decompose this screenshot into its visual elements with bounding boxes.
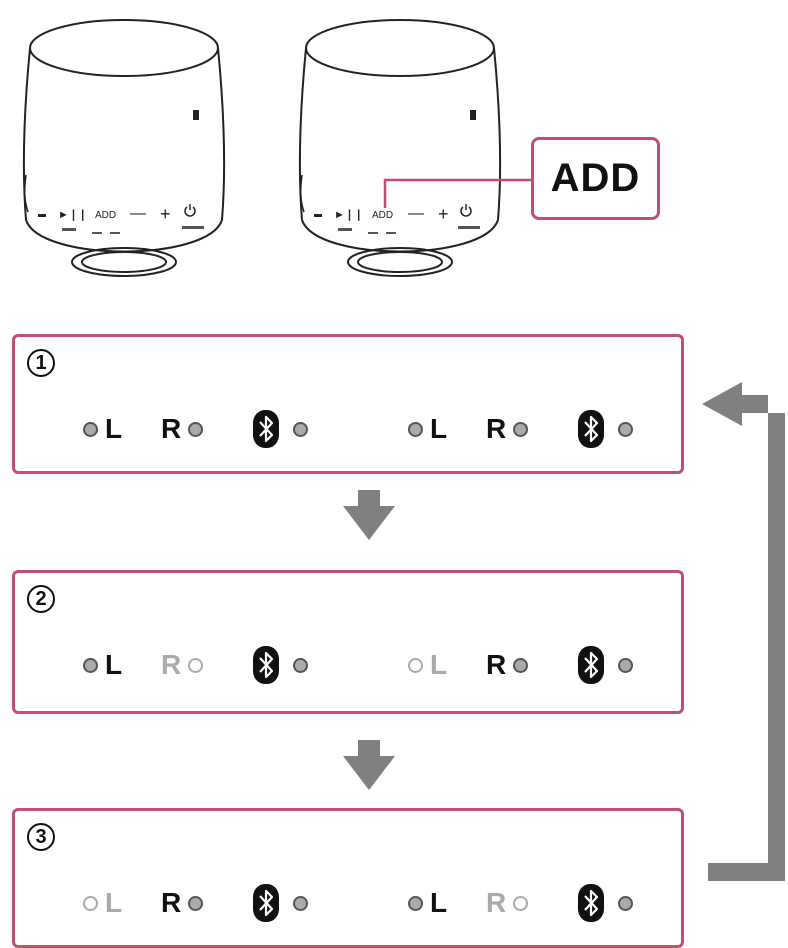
right-channel-indicator: R xyxy=(161,883,204,923)
right-channel-indicator: R xyxy=(486,883,529,923)
bluetooth-icon xyxy=(578,410,604,448)
add-label: ADD xyxy=(372,210,393,221)
plus-label: + xyxy=(438,204,449,224)
right-channel-indicator: R xyxy=(161,645,204,685)
speaker-right xyxy=(298,19,502,277)
right-channel-label: R xyxy=(161,413,182,444)
speaker-right-buttons: ►❘❘ ADD — + xyxy=(314,204,480,234)
led-indicator xyxy=(293,657,308,673)
power-icon xyxy=(460,204,472,217)
arrow-down-icon xyxy=(343,740,395,790)
left-channel-label: L xyxy=(105,649,123,680)
step-number: 1 xyxy=(27,349,55,377)
add-button-callout: ADD xyxy=(531,137,660,220)
bluetooth-icon xyxy=(578,646,604,684)
step-number: 2 xyxy=(27,585,55,613)
step-number: 3 xyxy=(27,823,55,851)
right-channel-label: R xyxy=(161,649,182,680)
left-channel-label: L xyxy=(105,413,123,444)
left-channel-indicator: L xyxy=(83,409,122,449)
led-indicator xyxy=(513,895,529,911)
play-pause-label: ►❘❘ xyxy=(334,209,363,221)
plus-label: + xyxy=(160,204,171,224)
led-indicator xyxy=(618,657,633,673)
bluetooth-icon xyxy=(253,884,279,922)
bluetooth-indicator xyxy=(578,409,633,449)
bluetooth-icon xyxy=(253,646,279,684)
bluetooth-indicator xyxy=(253,645,308,685)
callout-leader xyxy=(383,178,531,208)
bluetooth-indicator xyxy=(253,409,308,449)
led-indicator xyxy=(83,421,98,437)
led-indicator xyxy=(188,657,204,673)
led-indicator xyxy=(188,895,204,911)
left-channel-indicator: L xyxy=(408,883,447,923)
right-channel-label: R xyxy=(486,887,507,918)
led-indicator xyxy=(293,895,308,911)
led-indicator xyxy=(188,421,204,437)
right-channel-label: R xyxy=(161,887,182,918)
left-channel-label: L xyxy=(105,887,123,918)
led-indicator xyxy=(83,657,98,673)
left-channel-indicator: L xyxy=(408,645,447,685)
speaker-illustration: ►❘❘ ADD — + ►❘❘ ADD — + xyxy=(22,19,531,277)
right-channel-indicator: R xyxy=(486,409,529,449)
loop-back-arrow-icon xyxy=(702,382,785,881)
led-indicator xyxy=(293,421,308,437)
left-channel-label: L xyxy=(430,413,448,444)
speaker-left-buttons: ►❘❘ ADD — + xyxy=(38,204,204,234)
play-pause-label: ►❘❘ xyxy=(58,209,87,221)
left-channel-indicator: L xyxy=(83,645,122,685)
led-indicator xyxy=(408,657,423,673)
bluetooth-icon xyxy=(253,410,279,448)
bluetooth-indicator xyxy=(253,883,308,923)
right-channel-indicator: R xyxy=(161,409,204,449)
led-indicator xyxy=(618,421,633,437)
left-channel-label: L xyxy=(430,649,448,680)
minus-label: — xyxy=(408,205,424,222)
left-channel-label: L xyxy=(430,887,448,918)
right-channel-indicator: R xyxy=(486,645,529,685)
led-indicator xyxy=(618,895,633,911)
led-indicator xyxy=(513,421,529,437)
right-channel-label: R xyxy=(486,649,507,680)
led-indicator xyxy=(408,895,423,911)
speaker-left xyxy=(22,19,226,277)
minus-label: — xyxy=(130,205,146,222)
led-indicator xyxy=(513,657,529,673)
left-channel-indicator: L xyxy=(83,883,122,923)
bluetooth-indicator xyxy=(578,883,633,923)
power-icon xyxy=(184,204,196,217)
arrow-down-icon xyxy=(343,490,395,540)
bluetooth-indicator xyxy=(578,645,633,685)
led-indicator xyxy=(83,895,98,911)
bluetooth-icon xyxy=(578,884,604,922)
right-channel-label: R xyxy=(486,413,507,444)
led-indicator xyxy=(408,421,423,437)
left-channel-indicator: L xyxy=(408,409,447,449)
add-label: ADD xyxy=(95,210,116,221)
